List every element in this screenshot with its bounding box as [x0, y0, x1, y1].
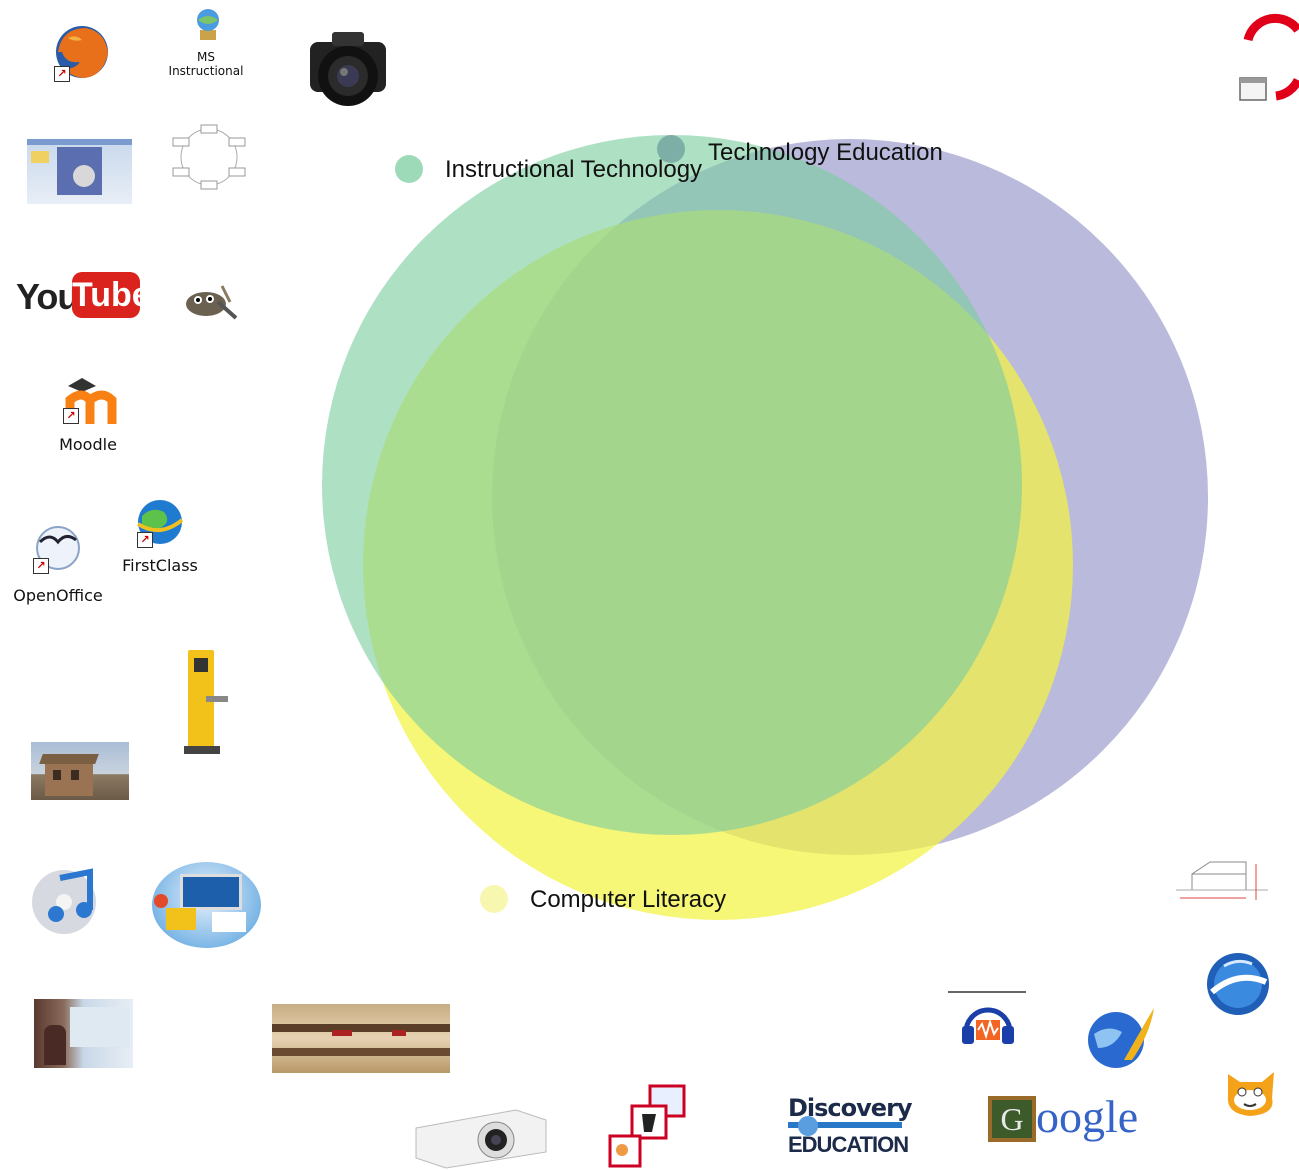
headphones-icon	[962, 1007, 1014, 1044]
moodle-icon[interactable]: ↗ Moodle	[50, 376, 126, 458]
youtube-logo[interactable]: You Tube	[14, 272, 151, 322]
firefox-icon[interactable]: ↗	[52, 24, 112, 82]
globe-quill-icon[interactable]	[1084, 1004, 1156, 1070]
shortcut-arrow-icon: ↗	[54, 66, 70, 82]
google-text: oogle	[1036, 1091, 1139, 1142]
audacity-icon[interactable]	[948, 988, 1026, 1046]
discovery-education-logo[interactable]: Discovery EDUCATION	[788, 1094, 913, 1160]
legend-dot-instructional-technology	[395, 155, 423, 183]
smartboard-classroom-image	[152, 862, 261, 948]
ms-instructional-label-line2: Instructional	[168, 64, 244, 78]
youtube-you-text: You	[16, 276, 79, 317]
dslr-camera-icon	[310, 32, 386, 106]
legend-dot-technology-education	[657, 135, 685, 163]
venn-label-instructional-technology: Instructional Technology	[445, 156, 703, 183]
sri-shapes-icon[interactable]	[606, 1084, 686, 1170]
youtube-tube-badge: Tube	[72, 272, 151, 318]
firefox-globe-icon	[56, 26, 108, 78]
openoffice-label: OpenOffice	[13, 586, 103, 605]
camera-icon	[306, 26, 392, 110]
bandsaw-icon	[184, 650, 228, 754]
firstclass-icon[interactable]: ↗ FirstClass	[120, 498, 202, 576]
gimp-mascot-icon[interactable]	[182, 282, 240, 324]
moodle-logo-icon	[65, 378, 117, 424]
house-construction-photo	[31, 742, 129, 800]
venn-circle-instructional-technology	[322, 135, 1022, 835]
google-logo[interactable]: G oogle	[986, 1090, 1158, 1152]
shortcut-arrow-icon: ↗	[137, 532, 153, 548]
refresh-window-icon[interactable]	[1236, 4, 1299, 104]
projector-icon	[415, 1109, 547, 1169]
discovery-globe-bar	[788, 1122, 902, 1128]
blueprint-drawing-icon	[1176, 861, 1268, 900]
shortcut-arrow-icon: ↗	[63, 408, 79, 424]
discovery-globe-icon	[798, 1116, 818, 1136]
venn-label-technology-education: Technology Education	[708, 139, 943, 166]
itunes-icon[interactable]	[30, 864, 102, 938]
firstclass-label: FirstClass	[122, 556, 198, 575]
ms-instructional-label-line1: MS	[197, 50, 215, 64]
audacity-divider-line	[948, 991, 1026, 993]
network-globe-icon	[197, 9, 219, 40]
classroom-presentation-photo	[34, 999, 133, 1068]
education-text: EDUCATION	[788, 1132, 909, 1157]
library-books-photo	[272, 1004, 450, 1073]
chalkboard-g-icon: G	[988, 1096, 1036, 1142]
software-screenshot-thumbnail	[27, 139, 132, 204]
ms-instructional-icon[interactable]: MS Instructional	[168, 6, 248, 82]
venn-label-computer-literacy: Computer Literacy	[530, 886, 727, 913]
legend-dot-computer-literacy	[480, 885, 508, 913]
google-earth-icon[interactable]	[1206, 952, 1270, 1016]
openoffice-icon[interactable]: ↗ OpenOffice	[6, 526, 110, 610]
shortcut-arrow-icon: ↗	[33, 558, 49, 574]
moodle-label: Moodle	[59, 435, 117, 454]
cycle-diagram-thumbnail	[172, 124, 246, 190]
scratch-cat-icon[interactable]	[1222, 1064, 1280, 1122]
